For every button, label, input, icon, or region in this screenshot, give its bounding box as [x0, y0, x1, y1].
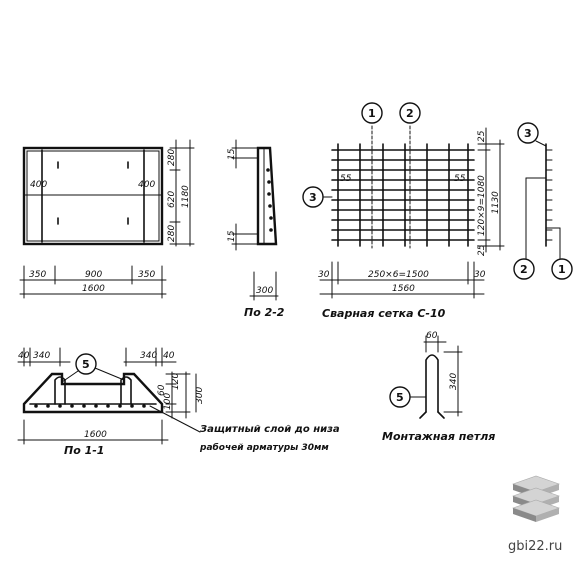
dim-label: 1600 — [84, 430, 107, 440]
dim-label: 15 — [227, 230, 237, 242]
callout-text: 3 — [309, 191, 317, 204]
section-profile — [256, 146, 278, 246]
callout-2 — [399, 102, 421, 124]
mesh-caption: Сварная сетка С-10 — [322, 307, 446, 320]
rebar-dot — [267, 180, 271, 184]
dim-label: 340 — [33, 351, 50, 361]
loop-ends — [419, 411, 445, 419]
cover-note: Защитный слой до низа — [200, 424, 340, 435]
dim-label: 30 — [474, 270, 486, 280]
callout-text: 3 — [524, 127, 532, 140]
welded-mesh: 1 2 3 55 55 25 120×9=1080 25 1130 30 250… — [302, 102, 505, 320]
dim-label: 100 — [163, 393, 173, 410]
dim-label: 120 — [171, 373, 181, 390]
dim-label: 900 — [85, 270, 102, 280]
watermark-text: gbi22.ru — [508, 539, 562, 554]
dim-label: 300 — [256, 286, 273, 296]
dim-label: 60 — [426, 331, 438, 341]
stacked-slabs-icon — [512, 475, 560, 522]
callout-1 — [361, 102, 383, 124]
mesh-longitudinal-bars — [331, 149, 475, 241]
rebar-dot — [266, 168, 270, 172]
rebar-dot — [269, 216, 273, 220]
loop-caption: Монтажная петля — [382, 430, 495, 443]
rebar-dots — [34, 404, 146, 408]
dim-label: 1600 — [82, 284, 105, 294]
note-leader — [149, 405, 201, 433]
dim-label: 120×9=1080 — [477, 175, 487, 236]
mounting-loop: 60 340 5 Монтажная петля — [382, 331, 495, 443]
dim-label: 400 — [138, 180, 155, 190]
callout-1 — [551, 258, 573, 280]
dim-label: 400 — [30, 180, 47, 190]
slab-inner-outline — [26, 150, 160, 242]
dim-label: 25 — [477, 244, 487, 256]
callout-text: 1 — [558, 263, 566, 276]
mesh-transverse-bars — [337, 143, 469, 247]
watermark: gbi22.ru — [508, 475, 562, 554]
slab-outline — [22, 146, 164, 246]
callout-text: 1 — [368, 107, 376, 120]
section-1-1: 40 340 340 40 5 60 120 100 300 Защитный … — [17, 347, 340, 457]
loop-shape — [425, 354, 439, 413]
dim-label: 300 — [195, 387, 205, 404]
callout-text: 5 — [82, 358, 90, 371]
mesh-side-view: 3 2 1 — [513, 122, 573, 280]
lifting-loop — [120, 376, 132, 405]
dim-label: 620 — [167, 191, 177, 208]
rebar-dot — [269, 228, 273, 232]
section-2-2: 15 15 300 По 2-2 — [227, 139, 285, 319]
dim-label: 250×6=1500 — [368, 270, 429, 280]
dim-label: 60 — [157, 384, 167, 396]
dim-label: 280 — [167, 225, 177, 242]
callout-3 — [517, 122, 539, 144]
callout-text: 2 — [520, 263, 528, 276]
section-caption: По 2-2 — [244, 306, 285, 319]
dim-label: 40 — [18, 351, 30, 361]
dim-label: 350 — [29, 270, 46, 280]
dim-label: 25 — [477, 130, 487, 142]
dim-label: 1180 — [181, 185, 191, 208]
leader-line — [61, 370, 79, 383]
dim-label: 340 — [140, 351, 157, 361]
section-caption: По 1-1 — [64, 444, 104, 457]
dim-label: 40 — [163, 351, 175, 361]
callout-text: 5 — [396, 391, 404, 404]
callout-text: 2 — [406, 107, 414, 120]
callout-5 — [75, 353, 97, 375]
callout-2 — [513, 258, 535, 280]
dim-label: 1560 — [392, 284, 415, 294]
dim-label: 30 — [318, 270, 330, 280]
rebar-dot — [268, 204, 272, 208]
dim-label: 280 — [167, 149, 177, 166]
rebar-dot — [267, 192, 271, 196]
section-profile — [22, 372, 164, 414]
dim-label: 340 — [449, 373, 459, 390]
dim-label: 15 — [227, 148, 237, 160]
dim-label: 350 — [138, 270, 155, 280]
mesh-side-leader — [535, 140, 547, 147]
dim-label: 55 — [340, 174, 352, 184]
mesh-side-ticks — [545, 149, 553, 241]
leader-line — [94, 367, 125, 381]
dim-label: 55 — [454, 174, 466, 184]
plan-view: 400 400 280 620 280 1180 350 900 350 160… — [19, 139, 195, 299]
cover-note: рабочей арматуры 30мм — [199, 442, 329, 453]
dim-label: 1130 — [491, 191, 501, 214]
